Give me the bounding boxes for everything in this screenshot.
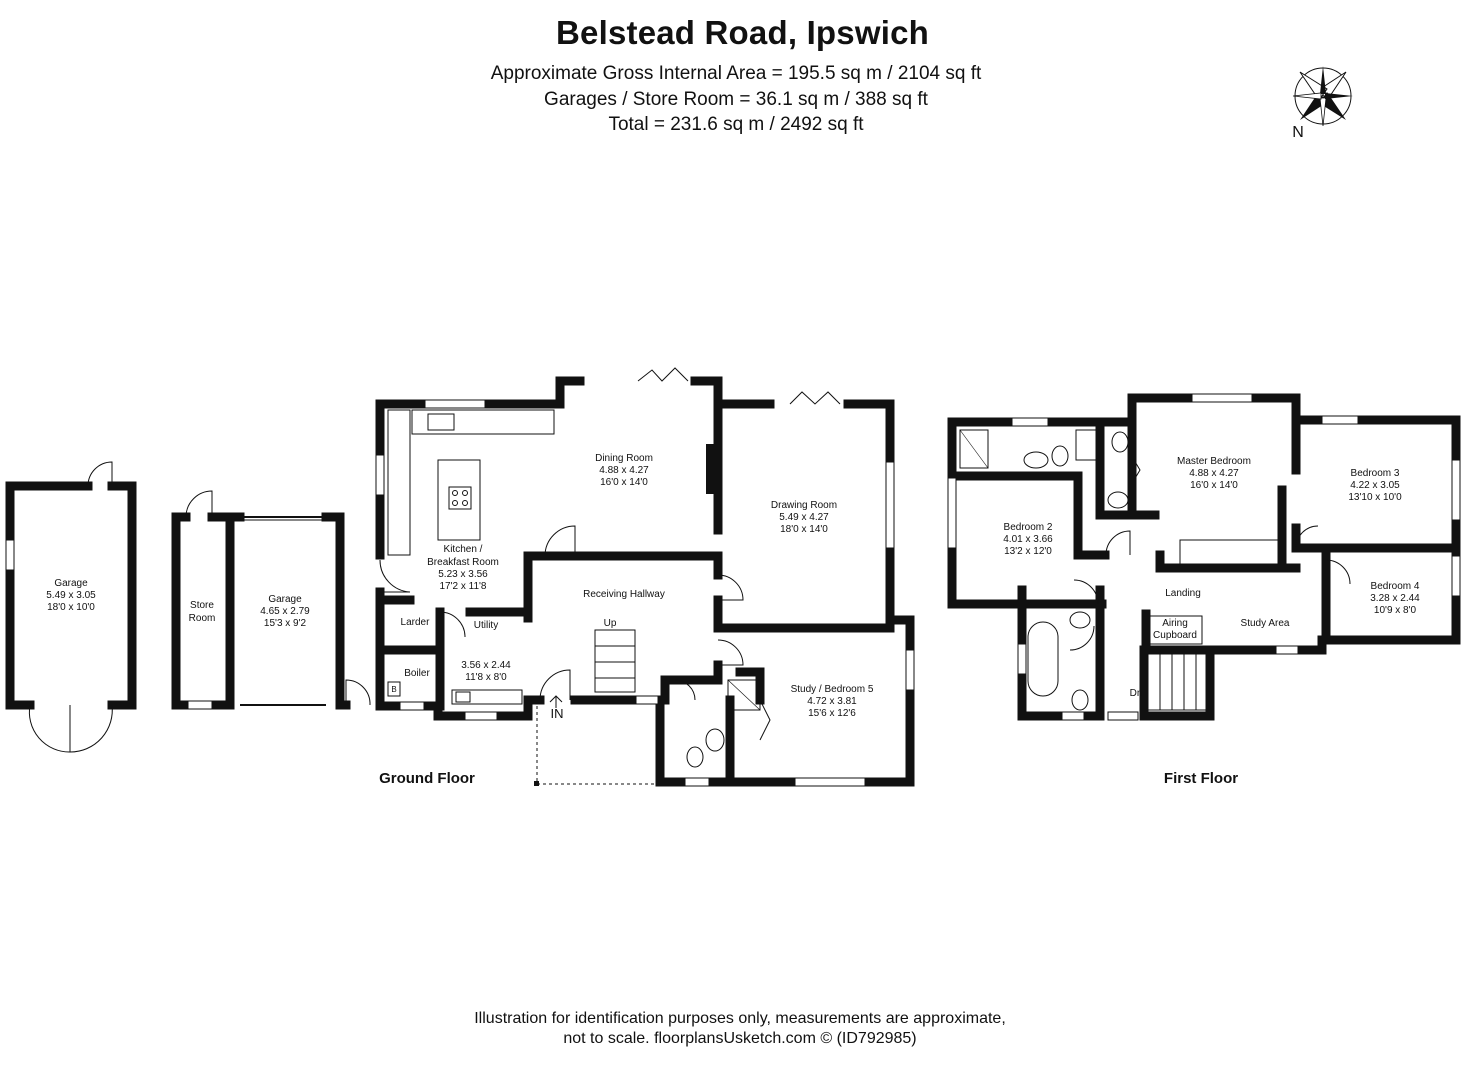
- drawing-room-name: Drawing Room: [771, 500, 837, 511]
- ground-floor-label: Ground Floor: [379, 770, 475, 787]
- bedroom-4-name: Bedroom 4: [1371, 581, 1420, 592]
- garage-1-metric: 5.49 x 3.05: [46, 590, 96, 601]
- total-area-text: Total = 231.6 sq m / 2492 sq ft: [608, 114, 864, 135]
- master-bedroom-metric: 4.88 x 4.27: [1189, 468, 1239, 479]
- dining-room-name: Dining Room: [595, 453, 653, 464]
- garage-1-imperial: 18'0 x 10'0: [47, 602, 95, 613]
- ground-floor-walls: [375, 367, 915, 787]
- bedroom-3-imperial: 13'10 x 10'0: [1348, 492, 1402, 503]
- garage-2-metric: 4.65 x 2.79: [260, 606, 310, 617]
- study-name: Study / Bedroom 5: [791, 684, 874, 695]
- first-floor-label: First Floor: [1164, 770, 1238, 787]
- kitchen-metric: 5.23 x 3.56: [438, 569, 488, 580]
- stairs-up-label: Up: [604, 618, 617, 629]
- kitchen-imperial: 17'2 x 11'8: [439, 581, 486, 592]
- airing-cupboard-line2: Cupboard: [1153, 630, 1197, 641]
- first-floor-walls: [947, 393, 1461, 721]
- garages-area-text: Garages / Store Room = 36.1 sq m / 388 s…: [544, 89, 928, 110]
- airing-cupboard-line1: Airing: [1162, 618, 1188, 629]
- bedroom-3-name: Bedroom 3: [1351, 468, 1400, 479]
- store-and-garage-walls: [171, 490, 371, 710]
- drawing-room-metric: 5.49 x 4.27: [779, 512, 829, 523]
- garage-1-name: Garage: [54, 578, 88, 589]
- stairs-down-label: Dn: [1130, 688, 1143, 699]
- garage-2-name: Garage: [268, 594, 302, 605]
- larder-name: Larder: [401, 617, 431, 628]
- bedroom-2-name: Bedroom 2: [1004, 522, 1053, 533]
- entrance-label: IN: [551, 706, 564, 721]
- disclaimer-line1: Illustration for identification purposes…: [474, 1010, 1006, 1027]
- landing-name: Landing: [1165, 588, 1201, 599]
- compass-rose-icon: [1292, 66, 1353, 127]
- bedroom-2-metric: 4.01 x 3.66: [1003, 534, 1053, 545]
- dining-room-imperial: 16'0 x 14'0: [600, 477, 648, 488]
- boiler-mark: B: [391, 685, 396, 694]
- boiler-name: Boiler: [404, 668, 430, 679]
- hallway-name: Receiving Hallway: [583, 589, 665, 600]
- bedroom-3-metric: 4.22 x 3.05: [1350, 480, 1400, 491]
- kitchen-line2: Breakfast Room: [427, 557, 499, 568]
- north-label: N: [1292, 124, 1304, 141]
- bedroom-4-imperial: 10'9 x 8'0: [1374, 605, 1417, 616]
- bedroom-4-metric: 3.28 x 2.44: [1370, 593, 1420, 604]
- utility-imperial: 11'8 x 8'0: [465, 672, 507, 683]
- study-imperial: 15'6 x 12'6: [808, 708, 856, 719]
- study-metric: 4.72 x 3.81: [807, 696, 857, 707]
- study-area-name: Study Area: [1241, 618, 1290, 629]
- utility-metric: 3.56 x 2.44: [461, 660, 511, 671]
- disclaimer-line2: not to scale. floorplansUsketch.com © (I…: [563, 1030, 917, 1047]
- store-room-line1: Store: [190, 600, 214, 611]
- dining-room-metric: 4.88 x 4.27: [599, 465, 649, 476]
- master-bedroom-imperial: 16'0 x 14'0: [1190, 480, 1238, 491]
- plan-title: Belstead Road, Ipswich: [556, 14, 929, 51]
- gross-area-text: Approximate Gross Internal Area = 195.5 …: [490, 63, 982, 84]
- garage-2-imperial: 15'3 x 9'2: [264, 618, 307, 629]
- store-room-line2: Room: [189, 613, 216, 624]
- drawing-room-imperial: 18'0 x 14'0: [780, 524, 828, 535]
- garage-1-walls: [5, 461, 137, 753]
- utility-name: Utility: [474, 620, 498, 631]
- master-bedroom-name: Master Bedroom: [1177, 456, 1251, 467]
- kitchen-line1: Kitchen /: [444, 544, 483, 555]
- bedroom-2-imperial: 13'2 x 12'0: [1004, 546, 1052, 557]
